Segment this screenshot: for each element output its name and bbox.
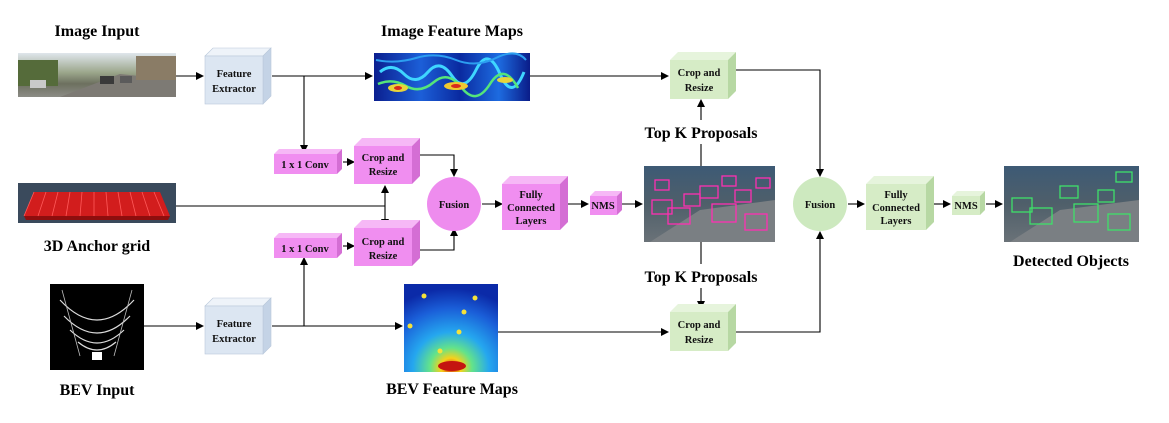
conv-1x1-bottom-block: 1 x 1 Conv [274,233,342,258]
crop-resize-anchor-top-block: Crop and Resize [354,138,420,184]
feature-extractor-bottom-line1: Feature [217,319,252,330]
anchor-grid-image [18,183,176,223]
detected-objects-label: Detected Objects [1013,253,1129,270]
fc-1-line2: Connected [507,203,555,214]
image-input-photo [18,53,176,97]
conv-1x1-top-text: 1 x 1 Conv [281,160,329,171]
image-feature-map-heatmap [374,52,530,101]
feature-extractor-top-line2: Extractor [212,84,256,95]
fc-2-line1: Fully [884,190,908,201]
crop-resize-anchor-bottom-line1: Crop and [362,237,405,248]
feature-extractor-bottom-line2: Extractor [212,334,256,345]
nms-2-block: NMS [952,191,985,215]
crop-resize-proposal-top-line2: Resize [685,83,714,94]
crop-resize-proposal-bottom-line2: Resize [685,335,714,346]
bev-feature-maps-label: BEV Feature Maps [386,381,518,398]
nms-1-block: NMS [590,191,622,215]
fusion-1-text: Fusion [439,200,470,211]
fusion-2-circle: Fusion [793,177,847,231]
crop-resize-proposal-top-line1: Crop and [678,68,721,79]
detected-objects-image [1004,166,1139,242]
crop-resize-anchor-top-line2: Resize [369,167,398,178]
feature-extractor-bottom-block: Feature Extractor [204,297,272,355]
conv-1x1-bottom-text: 1 x 1 Conv [281,244,329,255]
crop-resize-anchor-top-line1: Crop and [362,153,405,164]
conv-1x1-top-block: 1 x 1 Conv [274,149,342,174]
fc-2-line2: Connected [872,203,920,214]
nms-2-text: NMS [954,201,977,212]
anchor-grid-label: 3D Anchor grid [44,238,150,255]
fc-1-line3: Layers [516,216,547,227]
feature-extractor-top-block: Feature Extractor [204,47,272,105]
image-input-label: Image Input [55,23,141,40]
top-k-proposals-lower-label: Top K Proposals [645,269,758,286]
fusion-2-text: Fusion [805,200,836,211]
crop-resize-anchor-bottom-line2: Resize [369,251,398,262]
fc-2-line3: Layers [881,216,912,227]
bev-feature-map-heatmap [404,284,498,372]
image-feature-maps-label: Image Feature Maps [381,23,523,40]
connections [144,69,1003,336]
nms-1-text: NMS [591,201,614,212]
crop-resize-proposal-bottom-line1: Crop and [678,320,721,331]
feature-extractor-top-line1: Feature [217,69,252,80]
crop-resize-anchor-bottom-block: Crop and Resize [354,220,420,266]
proposals-image [644,166,775,242]
fully-connected-1-block: Fully Connected Layers [502,176,568,230]
fusion-1-circle: Fusion [427,177,481,231]
fully-connected-2-block: Fully Connected Layers [866,176,934,230]
crop-resize-proposal-top-block: Crop and Resize [670,52,736,99]
bev-input-label: BEV Input [60,382,136,399]
top-k-proposals-upper-label: Top K Proposals [645,125,758,142]
fc-1-line1: Fully [519,190,543,201]
crop-resize-proposal-bottom-block: Crop and Resize [670,304,736,351]
bev-input-image [50,284,144,370]
